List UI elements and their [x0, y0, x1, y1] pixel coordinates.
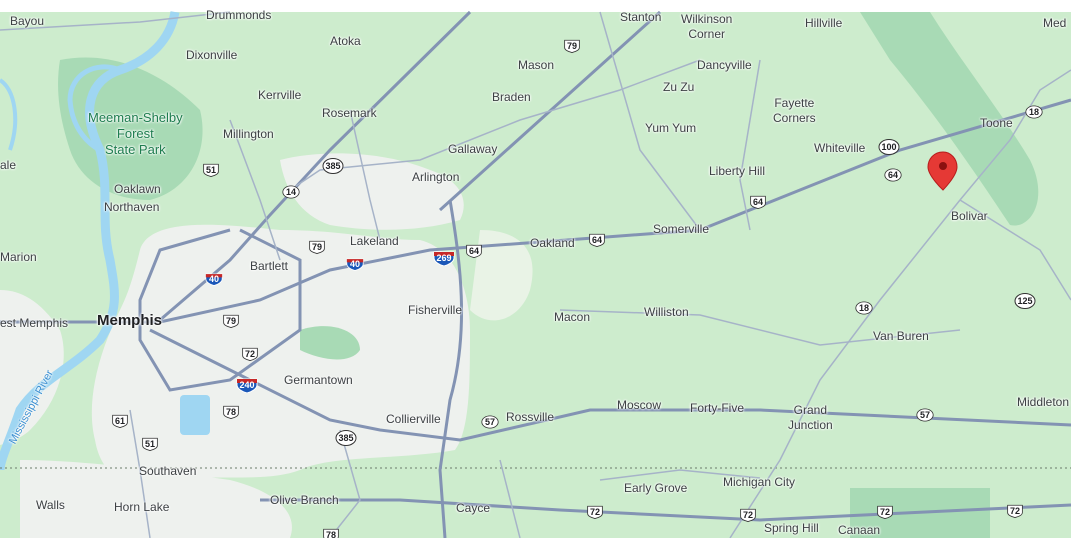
city-label-oakland[interactable]: Oakland: [530, 236, 575, 250]
city-label-drummonds[interactable]: Drummonds: [206, 8, 272, 22]
city-label-zu-zu[interactable]: Zu Zu: [663, 80, 695, 94]
route-shield-51-icon: 51: [141, 436, 159, 452]
city-label-middleton[interactable]: Middleton: [1017, 395, 1070, 409]
city-label-hillville[interactable]: Hillville: [805, 16, 843, 30]
city-label-dancyville[interactable]: Dancyville: [697, 58, 752, 72]
route-shield-18-icon: 18: [1025, 104, 1043, 120]
city-label-medon[interactable]: Med: [1043, 16, 1067, 30]
city-label-olive-branch[interactable]: Olive Branch: [270, 493, 339, 507]
route-shield-14-icon: 14: [282, 184, 300, 200]
route-shield-57-icon: 57: [481, 414, 499, 430]
route-shield-51-icon: 51: [202, 162, 220, 178]
route-shield-64-icon: 64: [884, 167, 902, 183]
city-label-southaven[interactable]: Southaven: [139, 464, 197, 478]
city-label-arlington[interactable]: Arlington: [412, 170, 460, 184]
city-label-ale[interactable]: ale: [0, 158, 17, 172]
route-shield-64-icon: 64: [749, 194, 767, 210]
city-label-gallaway[interactable]: Gallaway: [448, 142, 498, 156]
route-shield-385-icon: 385: [322, 158, 344, 174]
route-shield-78-icon: 78: [222, 404, 240, 420]
city-label-wilkinson-corner[interactable]: Wilkinson Corner: [681, 12, 733, 41]
city-label-collierville[interactable]: Collierville: [386, 412, 441, 426]
city-label-fisherville[interactable]: Fisherville: [408, 303, 463, 317]
route-shield-61-icon: 61: [111, 413, 129, 429]
city-label-germantown[interactable]: Germantown: [284, 373, 353, 387]
city-label-oaklawn[interactable]: Oaklawn: [114, 182, 161, 196]
route-shield-79-icon: 79: [222, 313, 240, 329]
city-label-dixonville[interactable]: Dixonville: [186, 48, 238, 62]
route-shield-72-icon: 72: [1006, 503, 1024, 519]
route-shield-64-icon: 64: [588, 232, 606, 248]
route-shield-72-icon: 72: [739, 507, 757, 523]
route-shield-57-icon: 57: [916, 407, 934, 423]
city-label-bartlett[interactable]: Bartlett: [250, 259, 289, 273]
city-label-bayou[interactable]: Bayou: [10, 14, 45, 28]
city-label-early-grove[interactable]: Early Grove: [624, 481, 688, 495]
route-shield-40-icon: 40: [205, 271, 223, 287]
city-label-liberty-hill[interactable]: Liberty Hill: [709, 164, 766, 178]
city-label-moscow[interactable]: Moscow: [617, 398, 662, 412]
city-label-walls[interactable]: Walls: [36, 498, 65, 512]
city-label-toone[interactable]: Toone: [980, 116, 1013, 130]
city-label-somerville[interactable]: Somerville: [653, 222, 710, 236]
route-shield-18-icon: 18: [855, 300, 873, 316]
route-shield-40-icon: 40: [346, 256, 364, 272]
city-label-michigan-city[interactable]: Michigan City: [723, 475, 796, 489]
city-label-marion[interactable]: Marion: [0, 250, 37, 264]
city-label-memphis[interactable]: Memphis: [97, 312, 163, 329]
route-shield-72-icon: 72: [241, 346, 259, 362]
city-label-atoka[interactable]: Atoka: [330, 34, 361, 48]
city-label-van-buren[interactable]: Van Buren: [873, 329, 929, 343]
city-label-whiteville[interactable]: Whiteville: [814, 141, 866, 155]
city-label-cayce[interactable]: Cayce: [456, 501, 491, 515]
city-label-forty-five[interactable]: Forty-Five: [690, 401, 744, 415]
route-shield-125-icon: 125: [1014, 293, 1036, 309]
route-shield-72-icon: 72: [586, 504, 604, 520]
city-label-fayette-corners[interactable]: Fayette Corners: [773, 96, 816, 125]
city-label-rossville[interactable]: Rossville: [506, 410, 555, 424]
route-shield-79-icon: 79: [308, 239, 326, 255]
city-label-canaan[interactable]: Canaan: [838, 523, 881, 537]
city-label-horn-lake[interactable]: Horn Lake: [114, 500, 170, 514]
city-label-yum-yum[interactable]: Yum Yum: [645, 121, 697, 135]
city-label-millington[interactable]: Millington: [223, 127, 274, 141]
city-label-braden[interactable]: Braden: [492, 90, 531, 104]
city-label-williston[interactable]: Williston: [644, 305, 689, 319]
city-label-northaven[interactable]: Northaven: [104, 200, 160, 214]
route-shield-385-icon: 385: [335, 430, 357, 446]
city-label-stanton[interactable]: Stanton: [620, 10, 662, 24]
city-label-macon[interactable]: Macon: [554, 310, 591, 324]
route-shield-100-icon: 100: [878, 139, 900, 155]
route-shield-72-icon: 72: [876, 504, 894, 520]
city-label-spring-hill[interactable]: Spring Hill: [764, 521, 819, 535]
location-pin-icon[interactable]: [927, 151, 958, 191]
route-shield-79-icon: 79: [563, 38, 581, 54]
route-shield-64-icon: 64: [465, 243, 483, 259]
city-label-west-memphis[interactable]: est Memphis: [0, 316, 69, 330]
city-label-mason[interactable]: Mason: [518, 58, 555, 72]
city-label-rosemark[interactable]: Rosemark: [322, 106, 377, 120]
park-label[interactable]: Meeman-Shelby Forest State Park: [88, 110, 183, 157]
route-shield-269-icon: 269: [433, 250, 455, 266]
route-shield-78-icon: 78: [322, 527, 340, 538]
route-shield-240-icon: 240: [236, 377, 258, 393]
city-label-bolivar[interactable]: Bolivar: [951, 209, 988, 223]
city-label-kerrville[interactable]: Kerrville: [258, 88, 302, 102]
city-label-grand-junction[interactable]: Grand Junction: [788, 403, 833, 432]
city-label-lakeland[interactable]: Lakeland: [350, 234, 399, 248]
